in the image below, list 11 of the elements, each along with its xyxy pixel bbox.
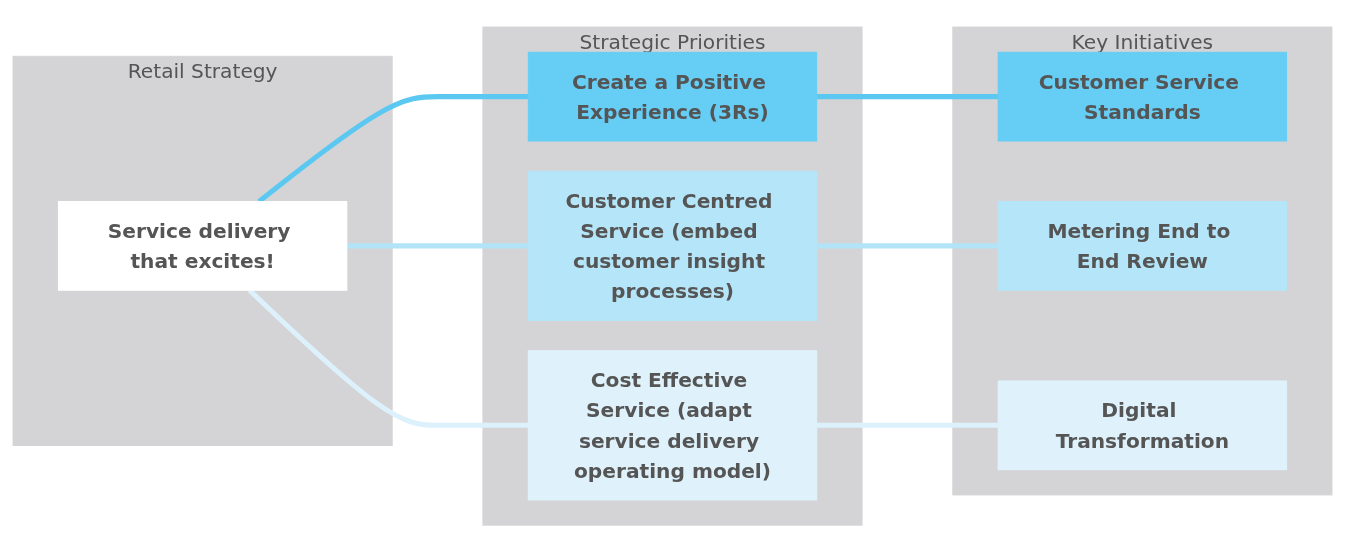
connector: [816, 94, 999, 100]
node-box: Service delivery that excites!: [57, 201, 348, 292]
node-box: Customer Service Standards: [997, 52, 1288, 142]
node-box: Cost Effective Service (adapt service delivery operating model): [527, 350, 818, 501]
node-box: Customer Centred Service (embed customer insight processes): [527, 171, 818, 322]
node-box: Digital Transformation: [997, 380, 1288, 471]
connector: [816, 243, 999, 249]
node-box: Create a Positive Experience (3Rs): [527, 52, 818, 142]
node-box: Metering End to End Review: [997, 201, 1288, 292]
connector: [346, 243, 529, 249]
connector: [816, 423, 999, 429]
